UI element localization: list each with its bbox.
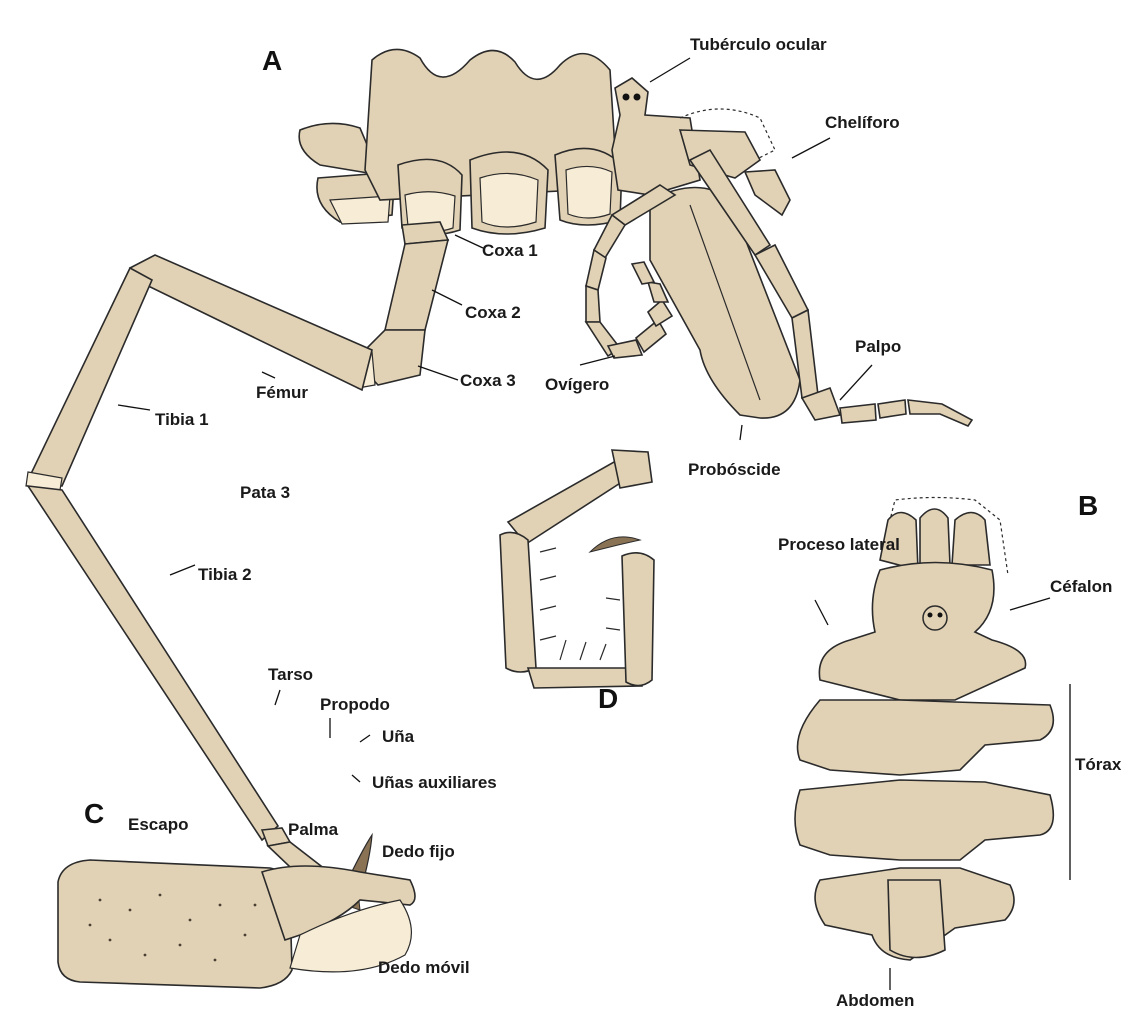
label-cefalon: Céfalon: [1050, 577, 1112, 596]
label-propodo: Propodo: [320, 695, 390, 714]
label-coxa-3: Coxa 3: [460, 371, 516, 390]
label-dedo-fijo: Dedo fijo: [382, 842, 455, 861]
label-tarso: Tarso: [268, 665, 313, 684]
panel-b-letter: B: [1078, 490, 1098, 521]
label-unas-auxiliares: Uñas auxiliares: [372, 773, 497, 792]
label-tibia-2: Tibia 2: [198, 565, 252, 584]
label-coxa-2: Coxa 2: [465, 303, 521, 322]
label-femur: Fémur: [256, 383, 308, 402]
label-ovigero: Ovígero: [545, 375, 609, 394]
panel-d-letter: D: [598, 683, 618, 714]
panel-c-letter: C: [84, 798, 104, 829]
label-coxa-1: Coxa 1: [482, 241, 538, 260]
panel-a-drawing: [26, 49, 972, 910]
label-tuberculo-ocular: Tubérculo ocular: [690, 35, 827, 54]
panel-d-drawing: [500, 450, 654, 688]
label-torax: Tórax: [1075, 755, 1122, 774]
label-chelifero: Chelíforo: [825, 113, 900, 132]
label-palma: Palma: [288, 820, 339, 839]
label-dedo-movil: Dedo móvil: [378, 958, 470, 977]
panel-b-drawing: [795, 498, 1070, 961]
label-abdomen: Abdomen: [836, 991, 914, 1010]
label-una: Uña: [382, 727, 415, 746]
label-escapo: Escapo: [128, 815, 188, 834]
label-tibia-1: Tibia 1: [155, 410, 209, 429]
label-proceso-lateral: Proceso lateral: [778, 535, 900, 554]
panel-c-drawing: [58, 860, 415, 988]
label-proboscide: Probóscide: [688, 460, 781, 479]
panel-a-letter: A: [262, 45, 282, 76]
label-pata-3: Pata 3: [240, 483, 290, 502]
label-palpo: Palpo: [855, 337, 901, 356]
